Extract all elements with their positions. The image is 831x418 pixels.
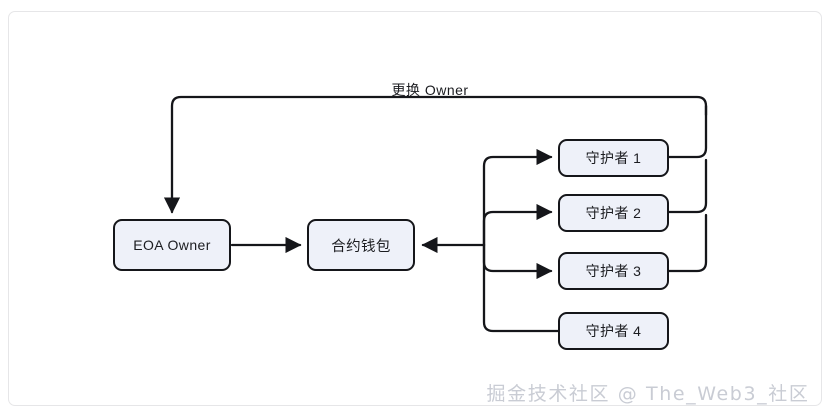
- node-guardian-3[interactable]: 守护者 3: [558, 252, 669, 290]
- edge-fanout-guardian-4: [482, 243, 560, 333]
- edge-fanout-guardian-2: [482, 203, 553, 247]
- node-guardian-1[interactable]: 守护者 1: [558, 139, 669, 177]
- edge-label-change-owner: 更换 Owner: [391, 82, 469, 98]
- node-contract-wallet[interactable]: 合约钱包: [307, 219, 415, 271]
- node-eoa-owner[interactable]: EOA Owner: [113, 219, 231, 271]
- edge-fanout-guardian-1: [482, 148, 553, 247]
- edge-guardian-3-return: [667, 213, 708, 273]
- watermark-text: 掘金技术社区 @ The_Web3_社区: [486, 383, 810, 405]
- node-guardian-4[interactable]: 守护者 4: [558, 312, 669, 350]
- edge-guardians-to-owner: [163, 95, 708, 214]
- edge-guardian-2-return: [667, 158, 708, 214]
- edge-guardian-1-return: [667, 104, 708, 159]
- node-guardian-2[interactable]: 守护者 2: [558, 194, 669, 232]
- diagram-card-frame: [8, 11, 822, 406]
- edge-fanout-guardian-3: [482, 243, 553, 280]
